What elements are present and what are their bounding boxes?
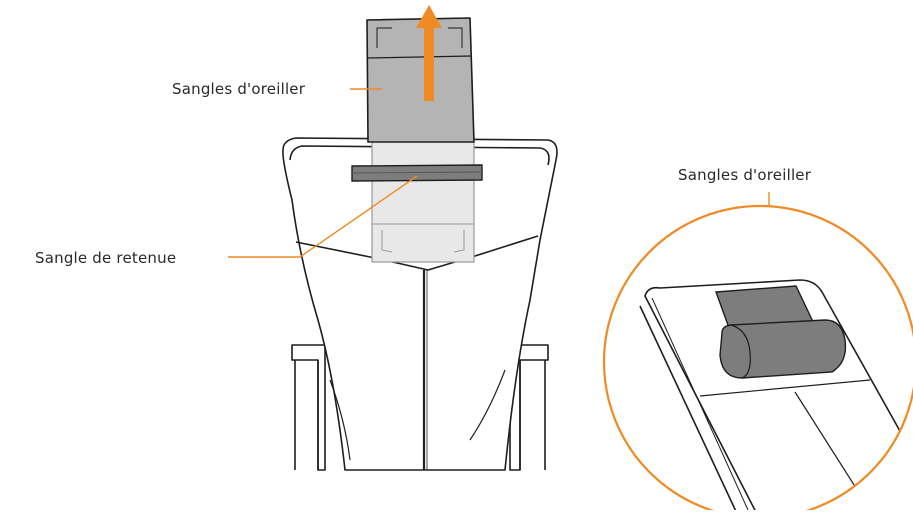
label-retaining-strap: Sangle de retenue (35, 249, 177, 267)
pillow (366, 17, 475, 143)
label-pillow-straps-main: Sangles d'oreiller (172, 80, 306, 98)
inset-ring (602, 204, 913, 514)
inset-view (604, 206, 913, 514)
pillow-sleeve (371, 137, 475, 263)
retaining-strap (351, 164, 483, 182)
leader-retenue (228, 175, 418, 258)
pull-up-arrow-icon (416, 5, 442, 101)
label-pillow-straps-inset: Sangles d'oreiller (678, 166, 812, 184)
